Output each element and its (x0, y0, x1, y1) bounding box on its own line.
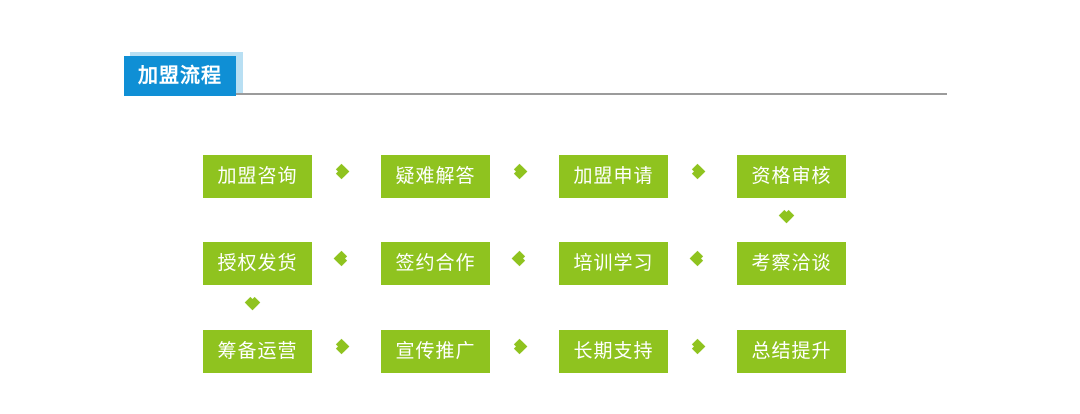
flow-step: 总结提升 (737, 330, 846, 373)
flow-step: 资格审核 (737, 155, 846, 198)
flow-step: 培训学习 (559, 242, 668, 285)
section-title: 加盟流程 (138, 65, 222, 87)
flow-step: 宣传推广 (381, 330, 490, 373)
arrow-right-icon (511, 163, 528, 180)
arrow-right-icon (689, 163, 706, 180)
flow-step: 长期支持 (559, 330, 668, 373)
flow-step: 签约合作 (381, 242, 490, 285)
flow-step: 授权发货 (203, 242, 312, 285)
flow-step: 考察洽谈 (737, 242, 846, 285)
arrow-left-icon (689, 250, 706, 267)
section-divider (124, 93, 947, 95)
arrow-right-icon (333, 163, 350, 180)
arrow-right-icon (511, 338, 528, 355)
flow-step: 加盟咨询 (203, 155, 312, 198)
arrow-left-icon (511, 250, 528, 267)
section-title-tab: 加盟流程 (124, 56, 236, 96)
flow-step: 疑难解答 (381, 155, 490, 198)
flow-step: 加盟申请 (559, 155, 668, 198)
arrow-left-icon (333, 250, 350, 267)
arrow-right-icon (689, 338, 706, 355)
flow-step: 筹备运营 (203, 330, 312, 373)
arrow-down-icon (244, 294, 261, 311)
arrow-down-icon (778, 207, 795, 224)
arrow-right-icon (333, 338, 350, 355)
